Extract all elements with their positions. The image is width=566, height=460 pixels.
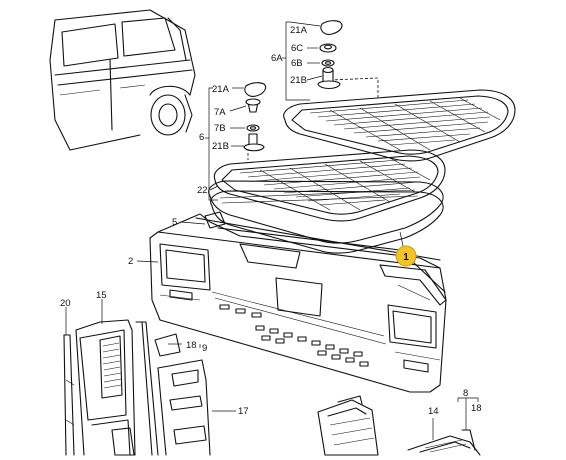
label-20: 20: [60, 298, 71, 309]
label-7b: 7B: [214, 123, 226, 134]
vehicle-sketch-icon: [49, 9, 196, 151]
label-6b: 6B: [291, 58, 303, 69]
callout-number: 1: [403, 252, 409, 263]
label-2: 2: [128, 256, 133, 267]
label-21b-top: 21B: [290, 75, 307, 86]
bottom-leaders: [65, 299, 434, 440]
callout-1[interactable]: 1: [395, 231, 417, 267]
side-pillars: [63, 319, 211, 456]
label-9: 9: [202, 343, 207, 354]
label-6a: 6A: [271, 53, 283, 64]
top-rack-panel: [283, 77, 516, 162]
label-21b-mid: 21B: [212, 141, 229, 152]
label-21a-mid: 21A: [212, 84, 230, 95]
label-22: 22: [197, 185, 208, 196]
rear-panel: [149, 213, 447, 393]
label-21a-top: 21A: [290, 25, 308, 36]
label-14: 14: [428, 406, 439, 417]
middle-rack-panel: [208, 148, 446, 254]
label-8: 8: [463, 388, 468, 399]
part-labels: 21A 6C 6A 6B 21B 21A 7A 7B 6 21B 22 5 2 …: [60, 25, 482, 417]
label-6c: 6C: [291, 43, 303, 54]
grille-icon: [317, 395, 379, 456]
label-15: 15: [96, 290, 107, 301]
panel-slots: [219, 304, 369, 367]
corner-part: [407, 397, 481, 456]
label-17: 17: [238, 406, 249, 417]
label-7a: 7A: [214, 107, 226, 118]
label-5: 5: [172, 217, 177, 228]
label-6: 6: [199, 132, 204, 143]
label-18a: 18: [186, 340, 197, 351]
label-18b: 18: [471, 403, 482, 414]
group-brackets: [136, 21, 323, 263]
hardware-top: [317, 20, 343, 90]
hardware-middle: [243, 82, 267, 152]
